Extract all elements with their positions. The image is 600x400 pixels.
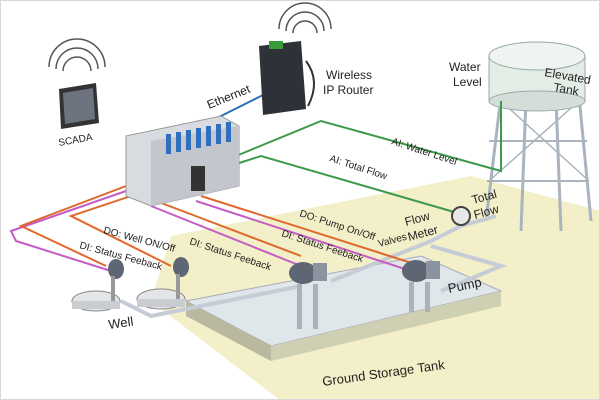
do-pump-line — [200, 195, 422, 267]
pump-label: Pump — [447, 274, 483, 296]
router-label-2: IP Router — [323, 83, 373, 97]
router-label-1: Wireless — [326, 68, 372, 82]
di-pump-line — [195, 200, 412, 272]
ai-total-flow-line — [235, 154, 462, 215]
pump-icon[interactable] — [289, 262, 327, 329]
water-level-label-1: Water — [449, 60, 481, 74]
well-icon[interactable] — [71, 259, 124, 312]
total-flow-label-2: Flow — [472, 202, 500, 222]
wifi-icon — [278, 2, 332, 34]
tank-label-2: Tank — [552, 80, 580, 98]
scada-label: SCADA — [58, 132, 94, 149]
elevated-tank — [488, 41, 586, 112]
pump-icon[interactable] — [402, 260, 440, 312]
ai-water-level-label: AI: Water Level — [390, 136, 458, 167]
di-well-line — [9, 190, 127, 272]
well-label: Well — [107, 314, 134, 332]
plc-rack-icon[interactable] — [125, 115, 240, 207]
water-level-label-2: Level — [453, 75, 482, 89]
monitor-icon[interactable] — [59, 83, 99, 129]
ethernet-label: Ethernet — [205, 82, 253, 112]
di-well-line2 — [18, 185, 127, 267]
wifi-icon — [48, 38, 106, 72]
di-status-mid-line2 — [155, 200, 302, 257]
router-icon[interactable] — [259, 41, 315, 115]
do-well-line — [68, 195, 172, 267]
ai-water-level-line — [235, 101, 502, 173]
total-flow-label-1: Total — [470, 187, 498, 207]
gauge-icon — [451, 206, 471, 226]
flow-meter-label-1: Flow — [403, 209, 431, 229]
water-tower-icon — [484, 95, 593, 232]
well-icon[interactable] — [136, 257, 189, 310]
